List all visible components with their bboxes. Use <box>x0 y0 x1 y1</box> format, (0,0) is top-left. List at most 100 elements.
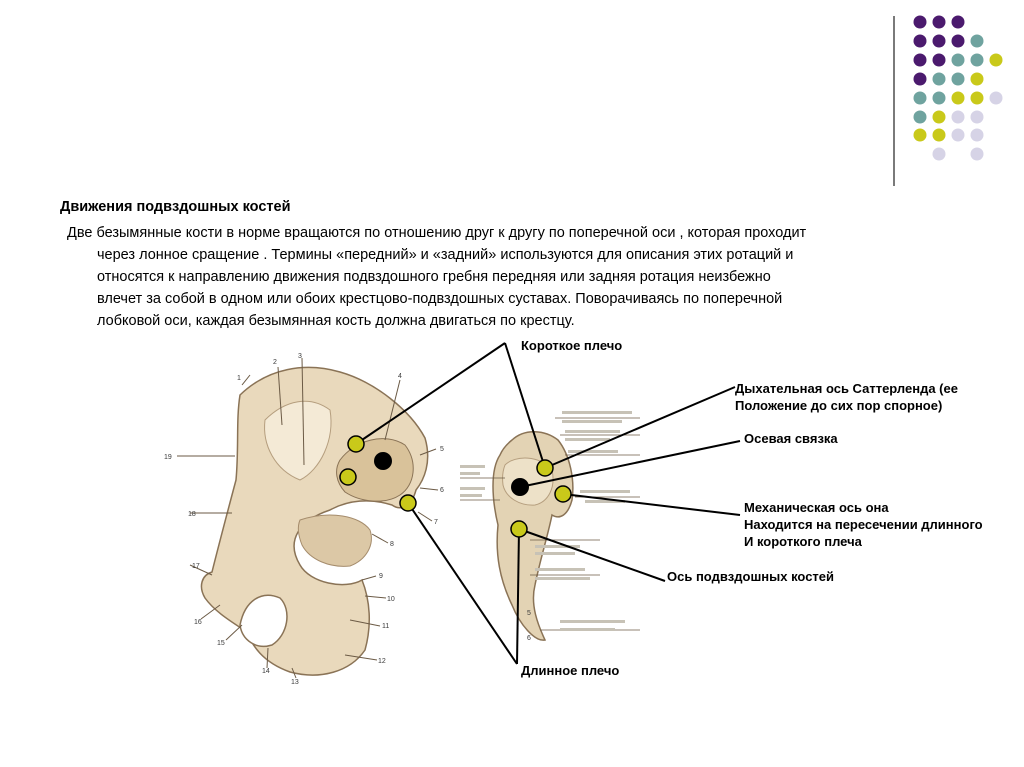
decorative-dot-grid <box>913 15 1003 161</box>
connector-long-arm-left <box>407 502 518 665</box>
bone-number: 6 <box>440 487 444 494</box>
dot <box>913 128 927 142</box>
label-mechanical-axis-line2: Находится на пересечении длинного <box>744 517 983 532</box>
sacrum-numbers: 5 6 <box>527 610 531 642</box>
bone-number: 16 <box>194 619 202 626</box>
body-shading <box>297 514 372 567</box>
connector-iliac-axis <box>518 528 666 582</box>
dot <box>970 110 984 124</box>
connector-mechanical-axis <box>562 493 741 516</box>
obturator-foramen <box>239 594 288 647</box>
decorative-vertical-line <box>893 16 895 186</box>
marker-black <box>374 452 392 470</box>
dot <box>951 72 965 86</box>
bone-number: 8 <box>390 541 394 548</box>
bone-number: 10 <box>387 596 395 603</box>
dot <box>951 15 965 29</box>
dot <box>932 128 946 142</box>
dot <box>989 91 1003 105</box>
iliac-fossa <box>264 400 332 481</box>
marker-yellow <box>339 468 357 486</box>
body-line: Две безымянные кости в норме вращаются п… <box>67 225 807 241</box>
bone-number: 7 <box>434 519 438 526</box>
dot <box>951 53 965 67</box>
dot <box>970 53 984 67</box>
dot <box>913 110 927 124</box>
dot <box>951 110 965 124</box>
bone-number: 15 <box>217 640 225 647</box>
dot <box>913 72 927 86</box>
body-line: лобковой оси, каждая безымянная кость до… <box>97 313 575 329</box>
dot <box>970 147 984 161</box>
marker-yellow <box>347 435 365 453</box>
dot <box>970 128 984 142</box>
sacrum-illustration: 5 6 <box>460 411 640 642</box>
sacrum-caption-placeholders <box>460 411 632 631</box>
dot <box>913 53 927 67</box>
sacrum-number: 6 <box>527 635 531 642</box>
bone-number: 19 <box>164 454 172 461</box>
dot <box>951 128 965 142</box>
connector-short-arm-left <box>355 342 506 445</box>
dot <box>913 15 927 29</box>
label-short-arm: Короткое плечо <box>521 338 623 353</box>
bone-number: 3 <box>298 353 302 360</box>
label-axial-ligament: Осевая связка <box>744 431 838 446</box>
connector-long-arm-right <box>516 528 520 665</box>
auricular-surface <box>336 438 414 502</box>
bone-number: 13 <box>291 679 299 686</box>
bone-number: 5 <box>440 446 444 453</box>
bone-number: 1 <box>237 375 241 382</box>
marker-yellow <box>554 485 572 503</box>
dot <box>932 110 946 124</box>
bone-number: 4 <box>398 373 402 380</box>
bone-number: 11 <box>382 623 389 630</box>
dot <box>970 72 984 86</box>
body-line: влечет за собой в одном или обоих крестц… <box>97 291 783 307</box>
label-respiratory-axis-line1: Дыхательная ось Саттерленда (ее <box>735 381 958 396</box>
slide-title: Движения подвздошных костей <box>60 199 291 215</box>
label-iliac-axis: Ось подвздошных костей <box>667 569 835 584</box>
label-mechanical-axis-line1: Механическая ось она <box>744 500 889 515</box>
dot <box>913 34 927 48</box>
dot <box>932 72 946 86</box>
bone-number: 17 <box>192 563 200 570</box>
hip-bone-illustration: 1 2 3 4 5 6 7 8 9 10 11 12 13 14 15 16 1… <box>164 353 444 686</box>
label-mechanical-axis-line3: И короткого плеча <box>744 534 862 549</box>
dot <box>932 91 946 105</box>
dot <box>932 15 946 29</box>
connector-short-arm-right <box>504 342 546 469</box>
dot <box>989 53 1003 67</box>
dot <box>932 147 946 161</box>
dot <box>932 34 946 48</box>
number-leaders <box>177 357 439 679</box>
dot <box>913 91 927 105</box>
bone-number: 9 <box>379 573 383 580</box>
dot <box>970 34 984 48</box>
dot <box>951 91 965 105</box>
connector-axial-ligament <box>519 440 741 488</box>
bone-number: 2 <box>273 359 277 366</box>
body-line: относятся к направлению движения подвздо… <box>97 269 771 285</box>
dot <box>970 91 984 105</box>
bone-number: 12 <box>378 658 386 665</box>
marker-yellow <box>510 520 528 538</box>
connector-respiratory-axis <box>544 386 736 469</box>
marker-yellow <box>399 494 417 512</box>
bone-number: 14 <box>262 668 270 675</box>
body-line: через лонное сращение . Термины «передни… <box>97 247 794 263</box>
connector-lines <box>355 342 741 665</box>
markers <box>339 435 572 538</box>
marker-yellow <box>536 459 554 477</box>
dot <box>932 53 946 67</box>
dot <box>951 34 965 48</box>
marker-black <box>511 478 529 496</box>
slide-body: Две безымянные кости в норме вращаются п… <box>67 222 987 332</box>
label-respiratory-axis-line2: Положение до сих пор спорное) <box>735 398 943 413</box>
bone-number: 18 <box>188 511 196 518</box>
bone-numbers: 1 2 3 4 5 6 7 8 9 10 11 12 13 14 15 16 1… <box>164 353 444 686</box>
sacrum-number: 5 <box>527 610 531 617</box>
label-long-arm: Длинное плечо <box>521 663 620 678</box>
